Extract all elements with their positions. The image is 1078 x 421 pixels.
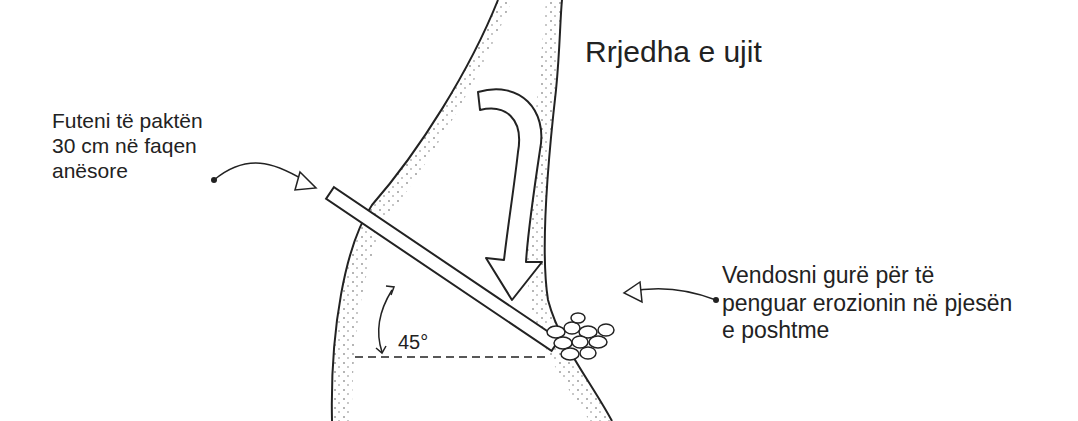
stones-note: Vendosni gurë për të penguar erozionin n… [722,262,1022,345]
insert-note: Futeni të paktën 30 cm në faqen anësore [52,108,230,184]
angle-label: 45° [398,330,428,354]
flow-label: Rrjedha e ujit [585,34,762,70]
